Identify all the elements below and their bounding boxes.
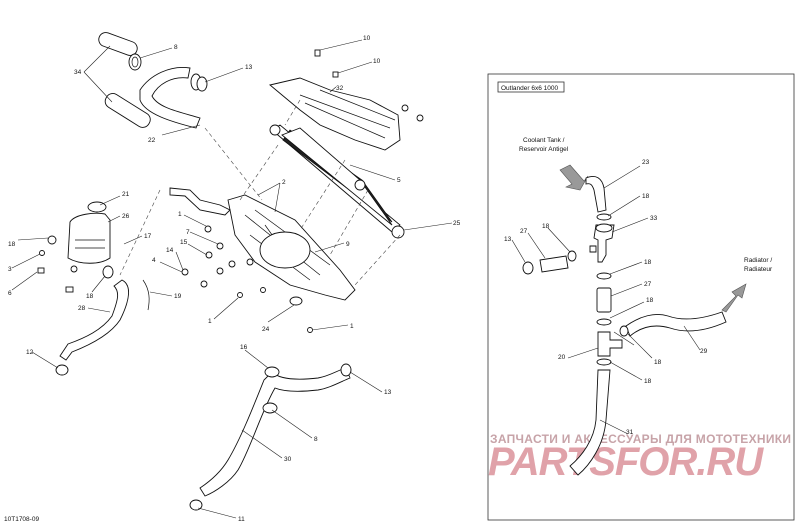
callout-inset-23: 23 [642, 159, 650, 166]
assembly-lines [119, 99, 401, 286]
coolant-tank-label-en: Coolant Tank / [523, 137, 565, 144]
callouts-main: 10 10 8 34 13 32 22 5 2 21 26 1 7 25 18 … [8, 35, 461, 523]
callout-2: 2 [282, 179, 286, 186]
callout-18-left: 18 [8, 241, 16, 248]
callout-9: 9 [346, 241, 350, 248]
clamp-16 [264, 366, 280, 378]
hose-30 [199, 367, 351, 497]
watermark-logo-text: PARTSFOR.RU [488, 440, 764, 484]
radiator-5 [269, 124, 405, 239]
callout-1-lower: 1 [350, 323, 354, 330]
clamp-11 [189, 499, 203, 511]
callout-26: 26 [122, 213, 130, 220]
clamp-13-top [196, 76, 208, 92]
callout-22: 22 [148, 137, 156, 144]
callout-21: 21 [122, 191, 130, 198]
callout-inset-27-left: 27 [520, 228, 528, 235]
callout-6: 6 [8, 290, 12, 297]
callout-1-upper: 1 [178, 211, 182, 218]
callout-3: 3 [8, 266, 12, 273]
coolant-reservoir-26 [67, 212, 111, 264]
hose-22 [139, 67, 202, 129]
fasteners [37, 225, 313, 333]
coolant-tank-label-fr: Reservoir Antigel [519, 146, 569, 153]
hose-34 [98, 32, 151, 128]
callout-16: 16 [240, 344, 248, 351]
callouts-inset: 23 18 33 27 18 13 18 27 18 18 20 18 29 1… [504, 159, 708, 436]
callout-1-middle: 1 [208, 318, 212, 325]
callout-30: 30 [284, 456, 292, 463]
callout-inset-18-c: 18 [644, 259, 652, 266]
callout-inset-18-d: 18 [646, 297, 654, 304]
callout-8-bottom: 8 [314, 436, 318, 443]
callout-inset-20: 20 [558, 354, 566, 361]
callout-7: 7 [186, 229, 190, 236]
callout-inset-13: 13 [504, 236, 512, 243]
diagram-reference-code: 10T1708-09 [4, 516, 39, 523]
clamp-18-left [102, 265, 114, 279]
callout-inset-33: 33 [650, 215, 658, 222]
callout-inset-27-right: 27 [644, 281, 652, 288]
arrow-coolant-tank [559, 164, 589, 191]
fan-shroud-32 [269, 77, 424, 151]
callout-34: 34 [74, 69, 82, 76]
watermark-tagline: ЗАПЧАСТИ И АКСЕССУАРЫ ДЛЯ МОТОТЕХНИКИ [490, 432, 791, 446]
callout-inset-29: 29 [700, 348, 708, 355]
callout-28: 28 [78, 305, 86, 312]
callout-10-second: 10 [373, 58, 381, 65]
callout-8-top: 8 [174, 44, 178, 51]
callout-inset-18-a: 18 [642, 193, 650, 200]
callout-14: 14 [166, 247, 174, 254]
callout-inset-31: 31 [626, 429, 634, 436]
clamp-13-bottom [340, 363, 352, 377]
callout-18-lower: 18 [86, 293, 94, 300]
callout-10-top: 10 [363, 35, 371, 42]
callout-15: 15 [180, 239, 188, 246]
hose-19 [142, 279, 150, 311]
callout-inset-18-f: 18 [644, 378, 652, 385]
callout-13-bottom: 13 [384, 389, 392, 396]
grommet-24 [289, 296, 303, 306]
inset-title: Outlander 6x6 1000 [501, 85, 558, 92]
callout-inset-18-b: 18 [542, 223, 550, 230]
callout-17: 17 [144, 233, 152, 240]
clamp-12 [55, 364, 69, 376]
callout-inset-18-e: 18 [654, 359, 662, 366]
fan-assembly-9 [169, 187, 356, 301]
callout-5: 5 [397, 177, 401, 184]
clamp-8-bottom [262, 402, 278, 414]
clamp-8-top [128, 53, 142, 71]
callout-25: 25 [453, 220, 461, 227]
callout-13-top: 13 [245, 64, 253, 71]
callout-19: 19 [174, 293, 182, 300]
inset-panel: Outlander 6x6 1000 Coolant Tank / Reserv… [487, 73, 795, 521]
hose-28 [59, 279, 129, 361]
radiator-label-en: Radiator / [744, 257, 772, 264]
screws-10 [314, 49, 339, 78]
callout-24: 24 [262, 326, 270, 333]
callout-4: 4 [152, 257, 156, 264]
callout-11: 11 [238, 516, 245, 523]
callout-12: 12 [26, 349, 34, 356]
radiator-label-fr: Radiateur [744, 266, 773, 273]
watermark: ЗАПЧАСТИ И АКСЕССУАРЫ ДЛЯ МОТОТЕХНИКИ PA… [488, 432, 791, 484]
callout-32: 32 [336, 85, 344, 92]
arrow-radiator [721, 283, 747, 313]
